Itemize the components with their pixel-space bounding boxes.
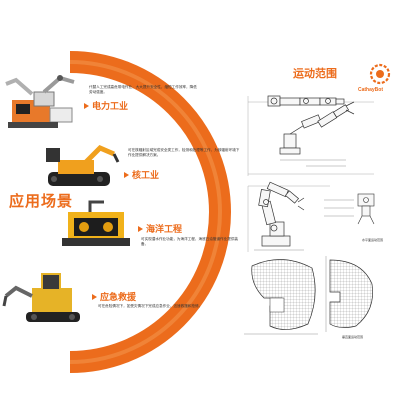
- power-desc: 代替人工完成高危带电作业，大大提升安全性，缩短工作效率，降低劳动强度。: [89, 85, 197, 94]
- power-robot-image: [5, 75, 75, 128]
- arrow-icon: [124, 171, 129, 178]
- arm-drawing-vertical: [247, 181, 330, 252]
- top-view-caption: 水平面运动范围: [362, 238, 384, 242]
- arm-drawing-horizontal: [247, 95, 374, 176]
- arrow-icon: [138, 225, 143, 232]
- ocean-desc: 可实现潜水作业功能，为海洋工程、海底石油管道作业提供装备。: [141, 237, 239, 246]
- power-title: 电力工业: [84, 99, 128, 112]
- end-effector-drawing: [324, 193, 375, 225]
- rescue-desc: 可在危险情况下，如受灾情况下完成应急作业，迅速救援和抢修。: [98, 304, 203, 308]
- nuclear-robot-image: [46, 145, 120, 186]
- side-view-caption: 垂直面运动范围: [342, 335, 364, 339]
- cathaybot-logo-icon: [369, 63, 391, 85]
- rescue-title: 应急救援: [92, 290, 136, 303]
- arrow-icon: [92, 293, 97, 300]
- rescue-robot-image: [2, 273, 80, 322]
- workspace-envelope-left: [244, 259, 318, 335]
- arrow-icon: [84, 102, 89, 109]
- logo-text: CathayBot: [358, 87, 384, 93]
- applications-title: 应用场景: [9, 193, 74, 210]
- ocean-title-text: 海洋工程: [146, 224, 183, 234]
- nuclear-desc: 可在核辐射区域完成安全类工作，检测和处理等工作，为核辐射环境下作业提供解决方案。: [128, 148, 240, 157]
- workspace-envelope-right: [325, 256, 373, 332]
- nuclear-title-text: 核工业: [132, 170, 160, 180]
- rescue-title-text: 应急救援: [100, 292, 137, 302]
- ocean-robot-image: [62, 200, 130, 246]
- ocean-title: 海洋工程: [138, 222, 182, 235]
- power-title-text: 电力工业: [92, 101, 129, 111]
- nuclear-title: 核工业: [124, 168, 159, 181]
- motion-range-title: 运动范围: [293, 68, 337, 80]
